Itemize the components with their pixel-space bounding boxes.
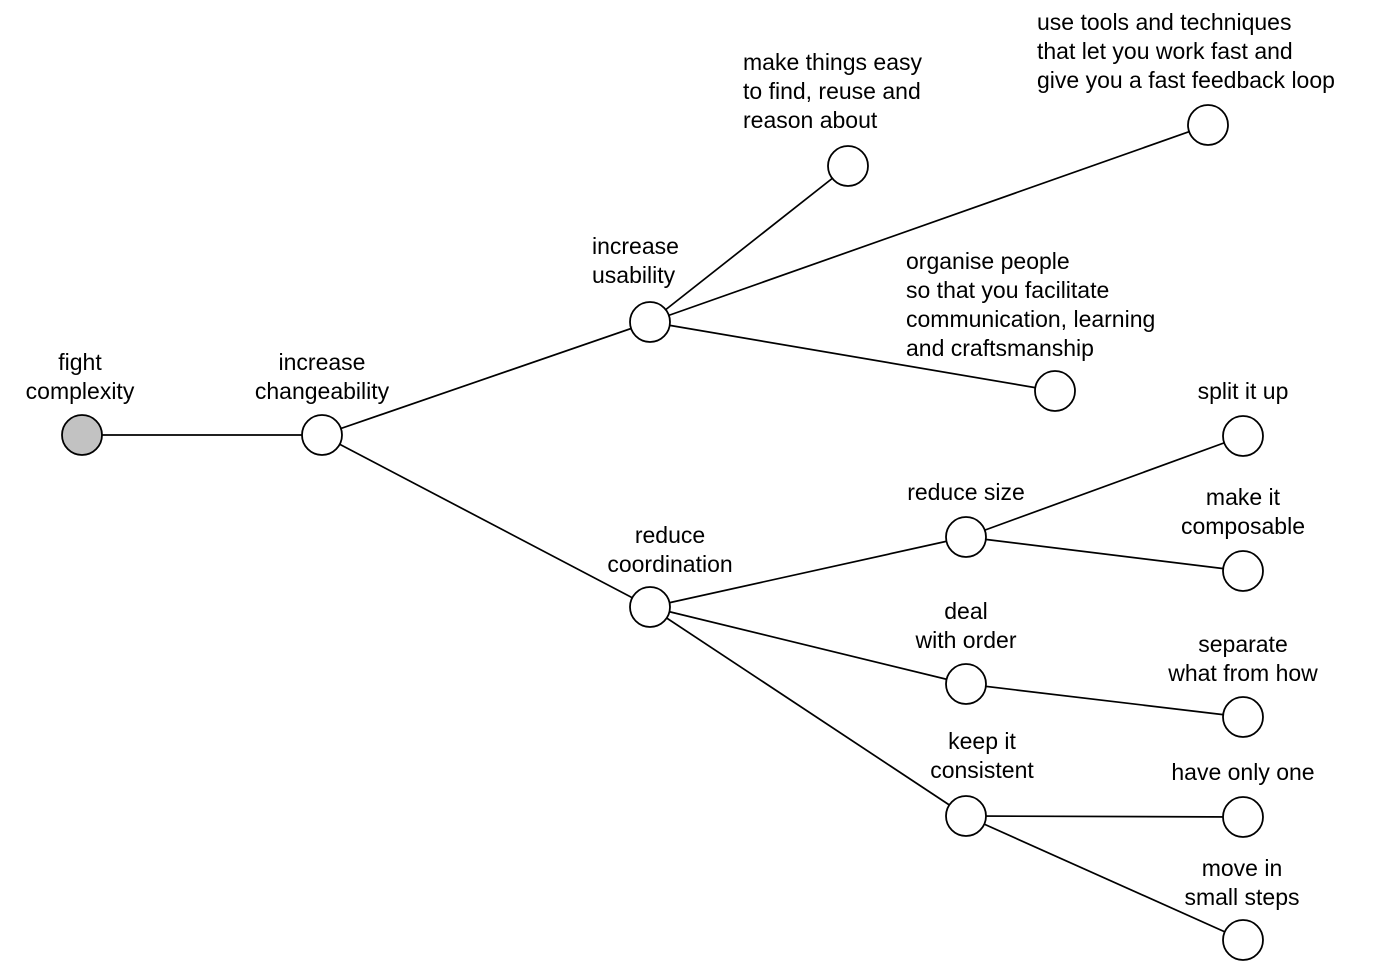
node-split-it-up (1222, 415, 1264, 457)
node-label-split-it-up: split it up (1198, 378, 1289, 404)
edge-reduce-size--make-it-composable (965, 536, 1244, 572)
node-make-things-easy (827, 145, 869, 187)
edge-reduce-coordination--keep-it-consistent (649, 606, 967, 817)
node-move-in-small-steps (1222, 919, 1264, 961)
edge-increase-changeability--reduce-coordination (321, 434, 651, 608)
node-label-reduce-size: reduce size (907, 479, 1025, 505)
edge-increase-changeability--increase-usability (321, 321, 651, 436)
edge-increase-usability--organise-people (649, 321, 1056, 392)
node-have-only-one (1222, 796, 1264, 838)
edge-reduce-coordination--reduce-size (649, 536, 967, 608)
node-reduce-coordination (629, 586, 671, 628)
node-separate-what-from-how (1222, 696, 1264, 738)
node-increase-changeability (301, 414, 343, 456)
node-reduce-size (945, 516, 987, 558)
edge-increase-usability--make-things-easy (649, 165, 849, 323)
node-fight-complexity (61, 414, 103, 456)
edge-reduce-size--split-it-up (965, 435, 1244, 538)
edge-keep-it-consistent--have-only-one (965, 815, 1244, 818)
edge-deal-with-order--separate-what-from-how (965, 683, 1244, 718)
node-use-tools-and-techniques (1187, 104, 1229, 146)
node-keep-it-consistent (945, 795, 987, 837)
node-organise-people (1034, 370, 1076, 412)
node-increase-usability (629, 301, 671, 343)
edge-increase-usability--use-tools-and-techniques (649, 124, 1209, 323)
node-make-it-composable (1222, 550, 1264, 592)
node-label-have-only-one: have only one (1171, 759, 1314, 785)
node-deal-with-order (945, 663, 987, 705)
edge-reduce-coordination--deal-with-order (649, 606, 967, 685)
edge-keep-it-consistent--move-in-small-steps (965, 815, 1244, 941)
